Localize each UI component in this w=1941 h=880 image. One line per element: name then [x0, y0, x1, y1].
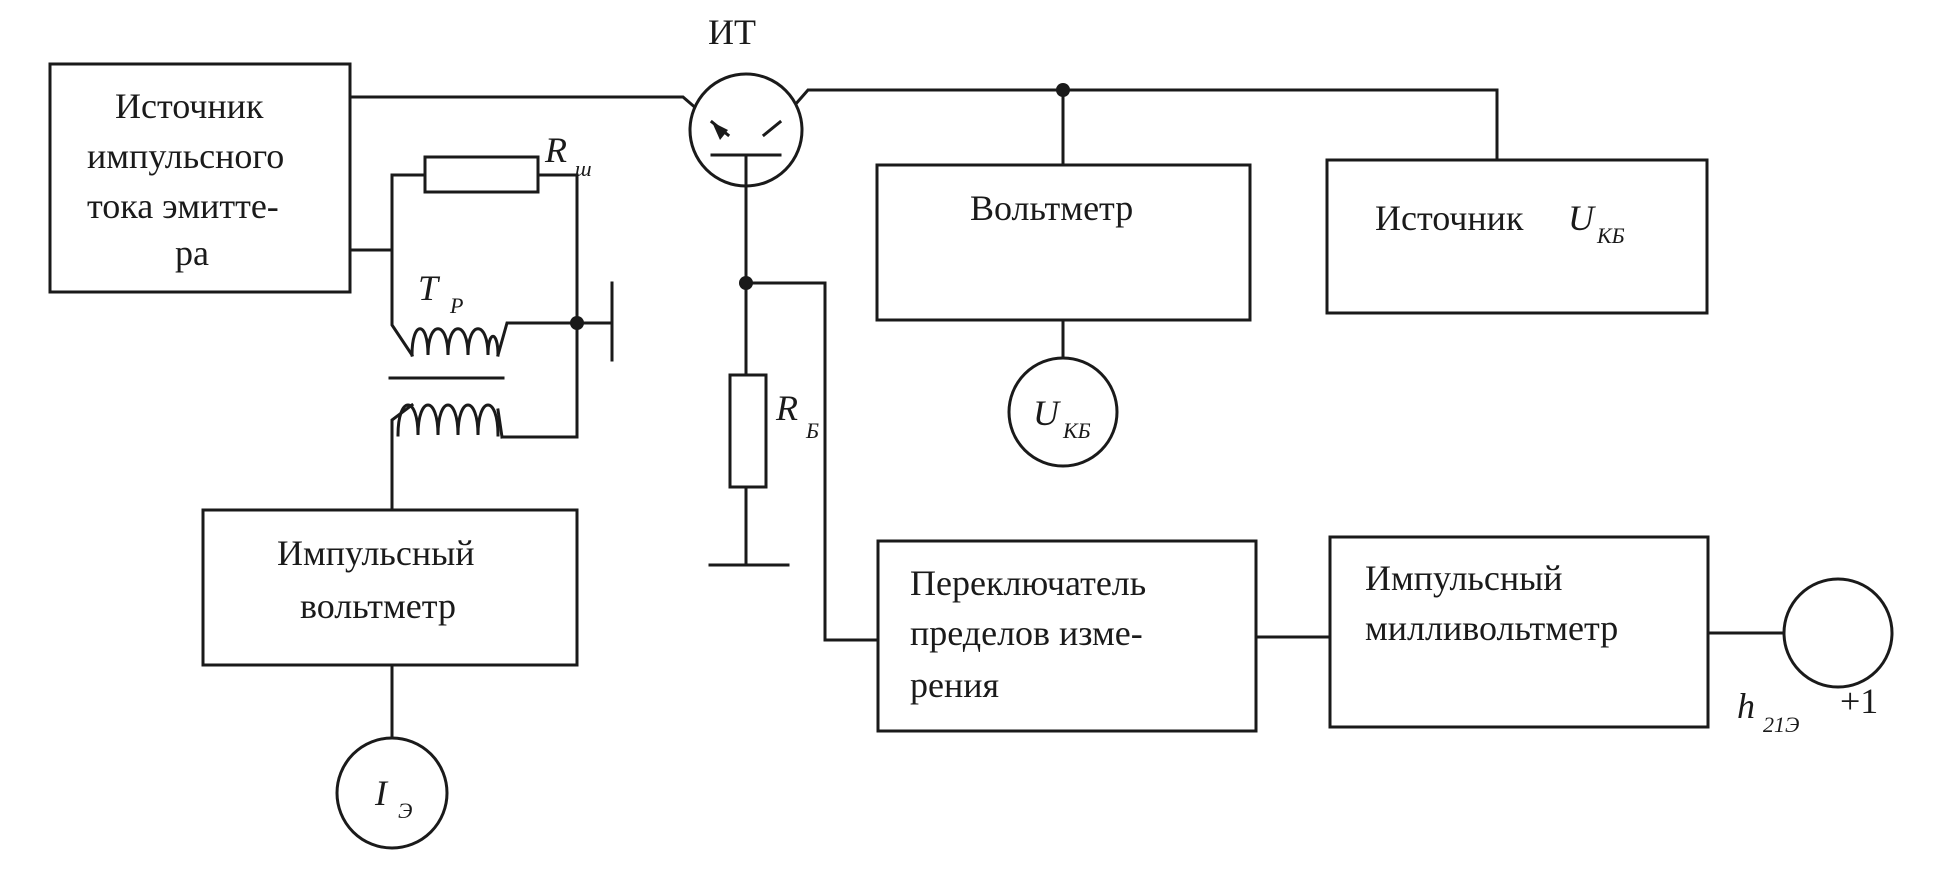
ukb-meter-symbol: U — [1033, 393, 1061, 433]
junction-dot-base — [739, 276, 753, 290]
range-switch-line-1: Переключатель — [910, 563, 1146, 603]
ie-meter-symbol: I — [374, 773, 389, 813]
h21-meter-circle — [1782, 577, 1894, 689]
voltmeter-block — [875, 163, 1252, 322]
ie-meter-subscript: Э — [398, 798, 412, 823]
wire-shunt-right — [536, 173, 579, 325]
base-resistor — [728, 373, 768, 489]
pulse-millivoltmeter-block — [1328, 535, 1710, 729]
emitter-source-block — [48, 62, 352, 294]
wire-emitter-bus — [348, 95, 715, 125]
ukb-meter-subscript: КБ — [1062, 418, 1091, 443]
ukb-meter-circle — [1007, 356, 1119, 468]
base-resistor-symbol: R — [775, 388, 798, 428]
ukb-source-label: Источник — [1375, 198, 1524, 238]
transformer-symbol: T — [418, 268, 441, 308]
range-switch-line-2: пределов изме- — [910, 613, 1143, 653]
shunt-symbol: R — [544, 130, 567, 170]
wire-node-ground — [500, 321, 579, 439]
junction-dot-collector — [1056, 83, 1070, 97]
wire-base-to-switch — [744, 281, 880, 642]
pulse-millivoltmeter-line-2: милливольтметр — [1365, 608, 1618, 648]
voltmeter-label: Вольтметр — [970, 188, 1133, 228]
pulse-voltmeter-line-2: вольтметр — [300, 586, 456, 626]
emitter-source-line-1: Источник — [115, 86, 264, 126]
shunt-subscript: ш — [575, 156, 592, 181]
pulse-voltmeter-block — [201, 508, 579, 667]
transistor-symbol — [688, 72, 804, 190]
transformer-subscript: Р — [449, 293, 463, 318]
range-switch-line-3: рения — [910, 665, 999, 705]
wire-source-shunt — [348, 173, 427, 252]
wire-collector-bus — [777, 88, 1499, 162]
pulse-millivoltmeter-line-1: Импульсный — [1365, 558, 1563, 598]
ie-meter-circle — [335, 736, 449, 850]
ukb-source-subscript: КБ — [1596, 223, 1625, 248]
emitter-source-line-2: импульсного — [87, 136, 284, 176]
shunt-resistor — [423, 155, 540, 194]
range-switch-block — [876, 539, 1258, 733]
h21-meter-suffix: +1 — [1840, 681, 1878, 721]
emitter-source-line-3: тока эмитте- — [87, 186, 279, 226]
ukb-source-symbol: U — [1568, 198, 1596, 238]
h21-meter-subscript: 21Э — [1763, 712, 1799, 737]
emitter-source-line-4: ра — [175, 233, 209, 273]
transformer-coils — [388, 327, 505, 437]
h21-meter-symbol: h — [1737, 686, 1755, 726]
wire-secondary-left — [390, 402, 415, 512]
pulse-voltmeter-line-1: Импульсный — [277, 533, 475, 573]
transistor-label: ИТ — [708, 12, 756, 52]
wire-primary-left — [390, 248, 415, 358]
wire-primary-right — [496, 321, 614, 357]
base-resistor-subscript: Б — [805, 418, 819, 443]
wire-secondary-right — [496, 408, 504, 439]
ukb-source-block — [1325, 158, 1709, 315]
junction-dot-node — [570, 316, 584, 330]
